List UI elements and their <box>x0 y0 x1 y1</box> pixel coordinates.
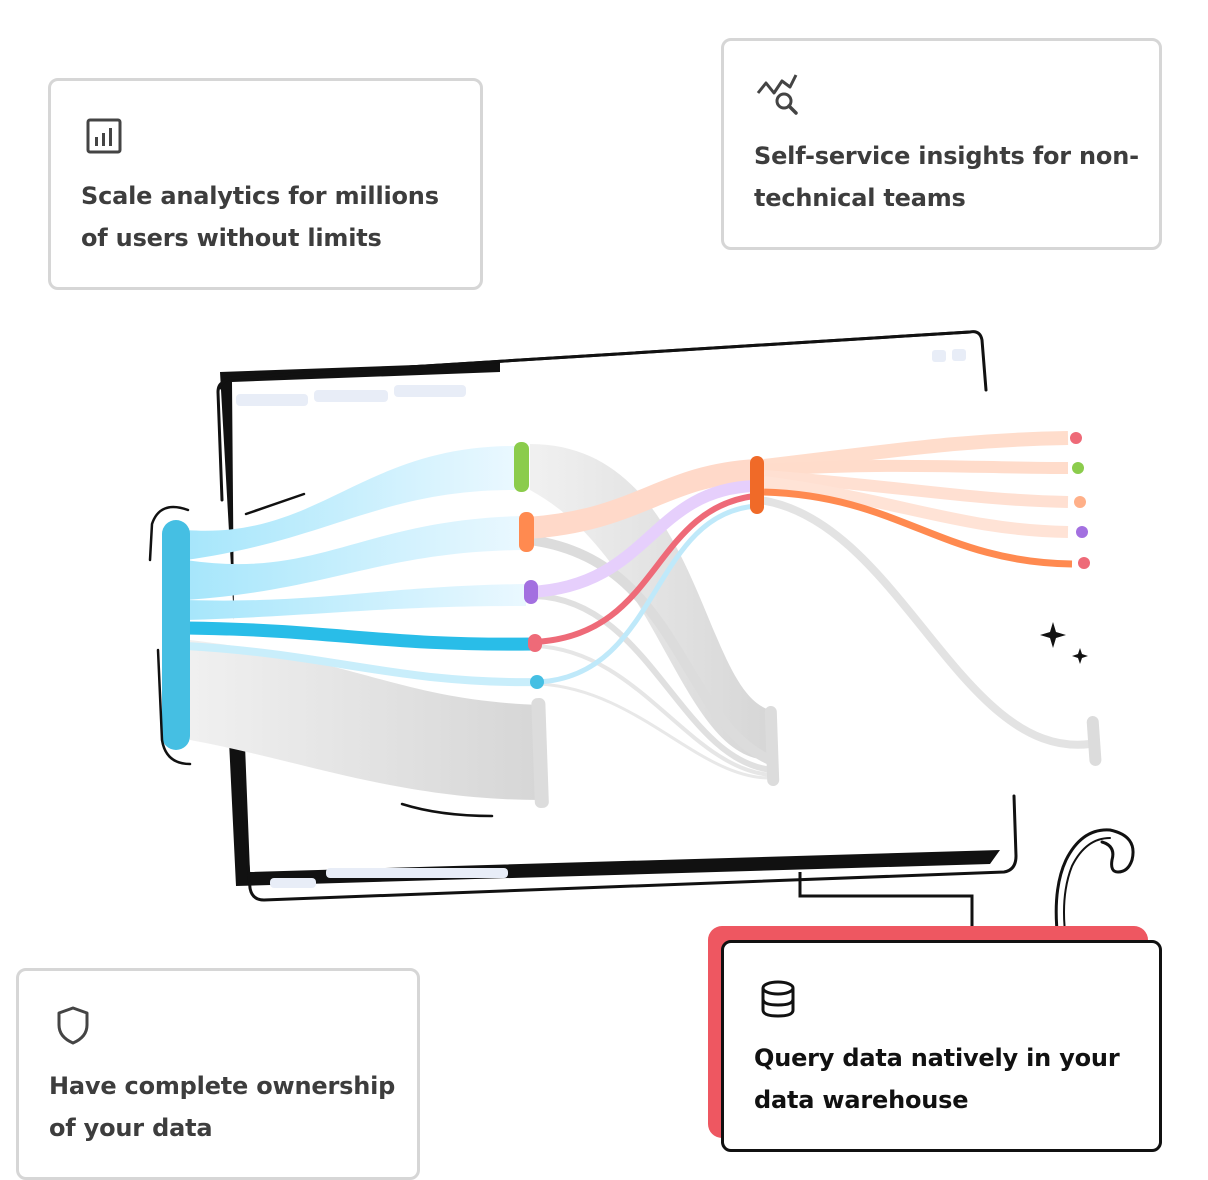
flow-gray-thin2 <box>534 593 773 773</box>
feature-card-scale: Scale analytics for millions of users wi… <box>48 78 483 290</box>
feature-card-text: Query data natively in your data warehou… <box>754 1044 1120 1114</box>
shield-icon <box>57 1006 89 1045</box>
sketch-lines <box>148 492 494 818</box>
flow-right-5 <box>763 488 1073 568</box>
sparkle-large-icon <box>1040 622 1066 648</box>
feature-card-text: Have complete ownership of your data <box>49 1072 396 1142</box>
flow-pink-mid <box>533 493 755 645</box>
flow-gray-thin3 <box>534 644 773 777</box>
flow-blue-to-orange <box>186 516 522 600</box>
node-out-3 <box>1074 496 1086 508</box>
screen-frame-top <box>231 330 971 380</box>
node-orange <box>519 512 534 552</box>
node-out-5 <box>1078 557 1090 569</box>
flow-gray-thin4 <box>539 682 773 780</box>
flow-right-2 <box>763 459 1069 476</box>
flow-skyblue-mid <box>537 503 757 685</box>
feature-card-self-service: Self-service insights for non-technical … <box>721 38 1162 250</box>
flow-purple-mid <box>529 480 755 598</box>
feature-card-ownership: Have complete ownership of your data <box>16 968 420 1180</box>
flow-gray-thin1 <box>529 535 773 765</box>
node-green <box>514 442 529 492</box>
feature-card-text: Self-service insights for non-technical … <box>754 142 1139 212</box>
node-skyblue <box>530 675 544 689</box>
node-orange-mid <box>750 456 764 514</box>
node-purple <box>524 580 538 604</box>
flow-right-1 <box>763 431 1069 473</box>
bar-chart-icon <box>86 118 122 154</box>
chart-search-icon <box>756 74 798 115</box>
node-gray-bottom <box>531 697 549 809</box>
screen-header-bars <box>236 349 966 888</box>
node-pink <box>528 634 542 652</box>
cable-inner <box>1063 837 1111 941</box>
feature-card-text: Scale analytics for millions of users wi… <box>81 182 439 252</box>
flow-right-4 <box>763 476 1069 538</box>
flow-blue-to-green <box>186 446 515 560</box>
flow-blue-main <box>185 621 535 651</box>
database-icon <box>761 980 795 1018</box>
flow-blue-to-purple <box>186 584 526 620</box>
cable-icon <box>1054 828 1135 942</box>
screen-frame <box>216 330 1018 902</box>
sparkle-small-icon <box>1072 648 1088 664</box>
node-gray-right <box>1086 716 1102 766</box>
feature-card-warehouse: Query data natively in your data warehou… <box>721 940 1162 1152</box>
flow-blue-light <box>185 642 537 687</box>
node-gray-middle <box>764 706 780 786</box>
flow-gray-right <box>759 496 1091 749</box>
node-out-2 <box>1072 462 1084 474</box>
node-out-4 <box>1076 526 1088 538</box>
flow-gray-big <box>190 640 540 800</box>
connector-line <box>798 872 974 944</box>
flow-orange-mid <box>527 459 757 539</box>
node-out-1 <box>1070 432 1082 444</box>
node-source <box>162 520 190 750</box>
flow-right-3 <box>763 470 1069 508</box>
